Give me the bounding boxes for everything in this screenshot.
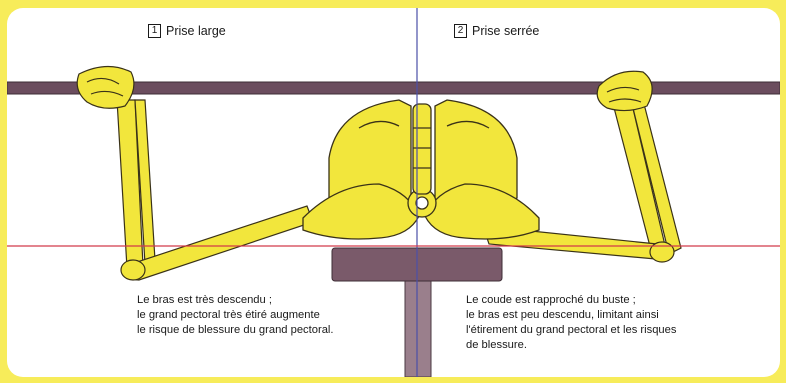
left-caption-line-3: le risque de blessure du grand pectoral. [137,323,334,338]
right-panel-number: 2 [454,24,467,38]
right-caption-line-4: de blessure. [466,338,676,353]
torso-bones [303,100,539,239]
right-caption-line-2: le bras est peu descendu, limitant ainsi [466,308,676,323]
left-caption-line-2: le grand pectoral très étiré augmente [137,308,334,323]
left-panel-number: 1 [148,24,161,38]
left-caption-line-1: Le bras est très descendu ; [137,293,334,308]
left-arm-bones [77,66,313,280]
illustration-frame: 1 Prise large Le bras est très descendu … [7,8,780,377]
left-panel-title-text: Prise large [166,24,226,38]
right-panel-title-text: Prise serrée [472,24,539,38]
bench-post [405,273,431,377]
right-panel-caption: Le coude est rapproché du buste ; le bra… [466,293,676,353]
right-caption-line-1: Le coude est rapproché du buste ; [466,293,676,308]
right-panel-title: 2 Prise serrée [454,24,539,38]
left-panel-caption: Le bras est très descendu ; le grand pec… [137,293,334,338]
left-panel-title: 1 Prise large [148,24,226,38]
right-caption-line-3: l'étirement du grand pectoral et les ris… [466,323,676,338]
